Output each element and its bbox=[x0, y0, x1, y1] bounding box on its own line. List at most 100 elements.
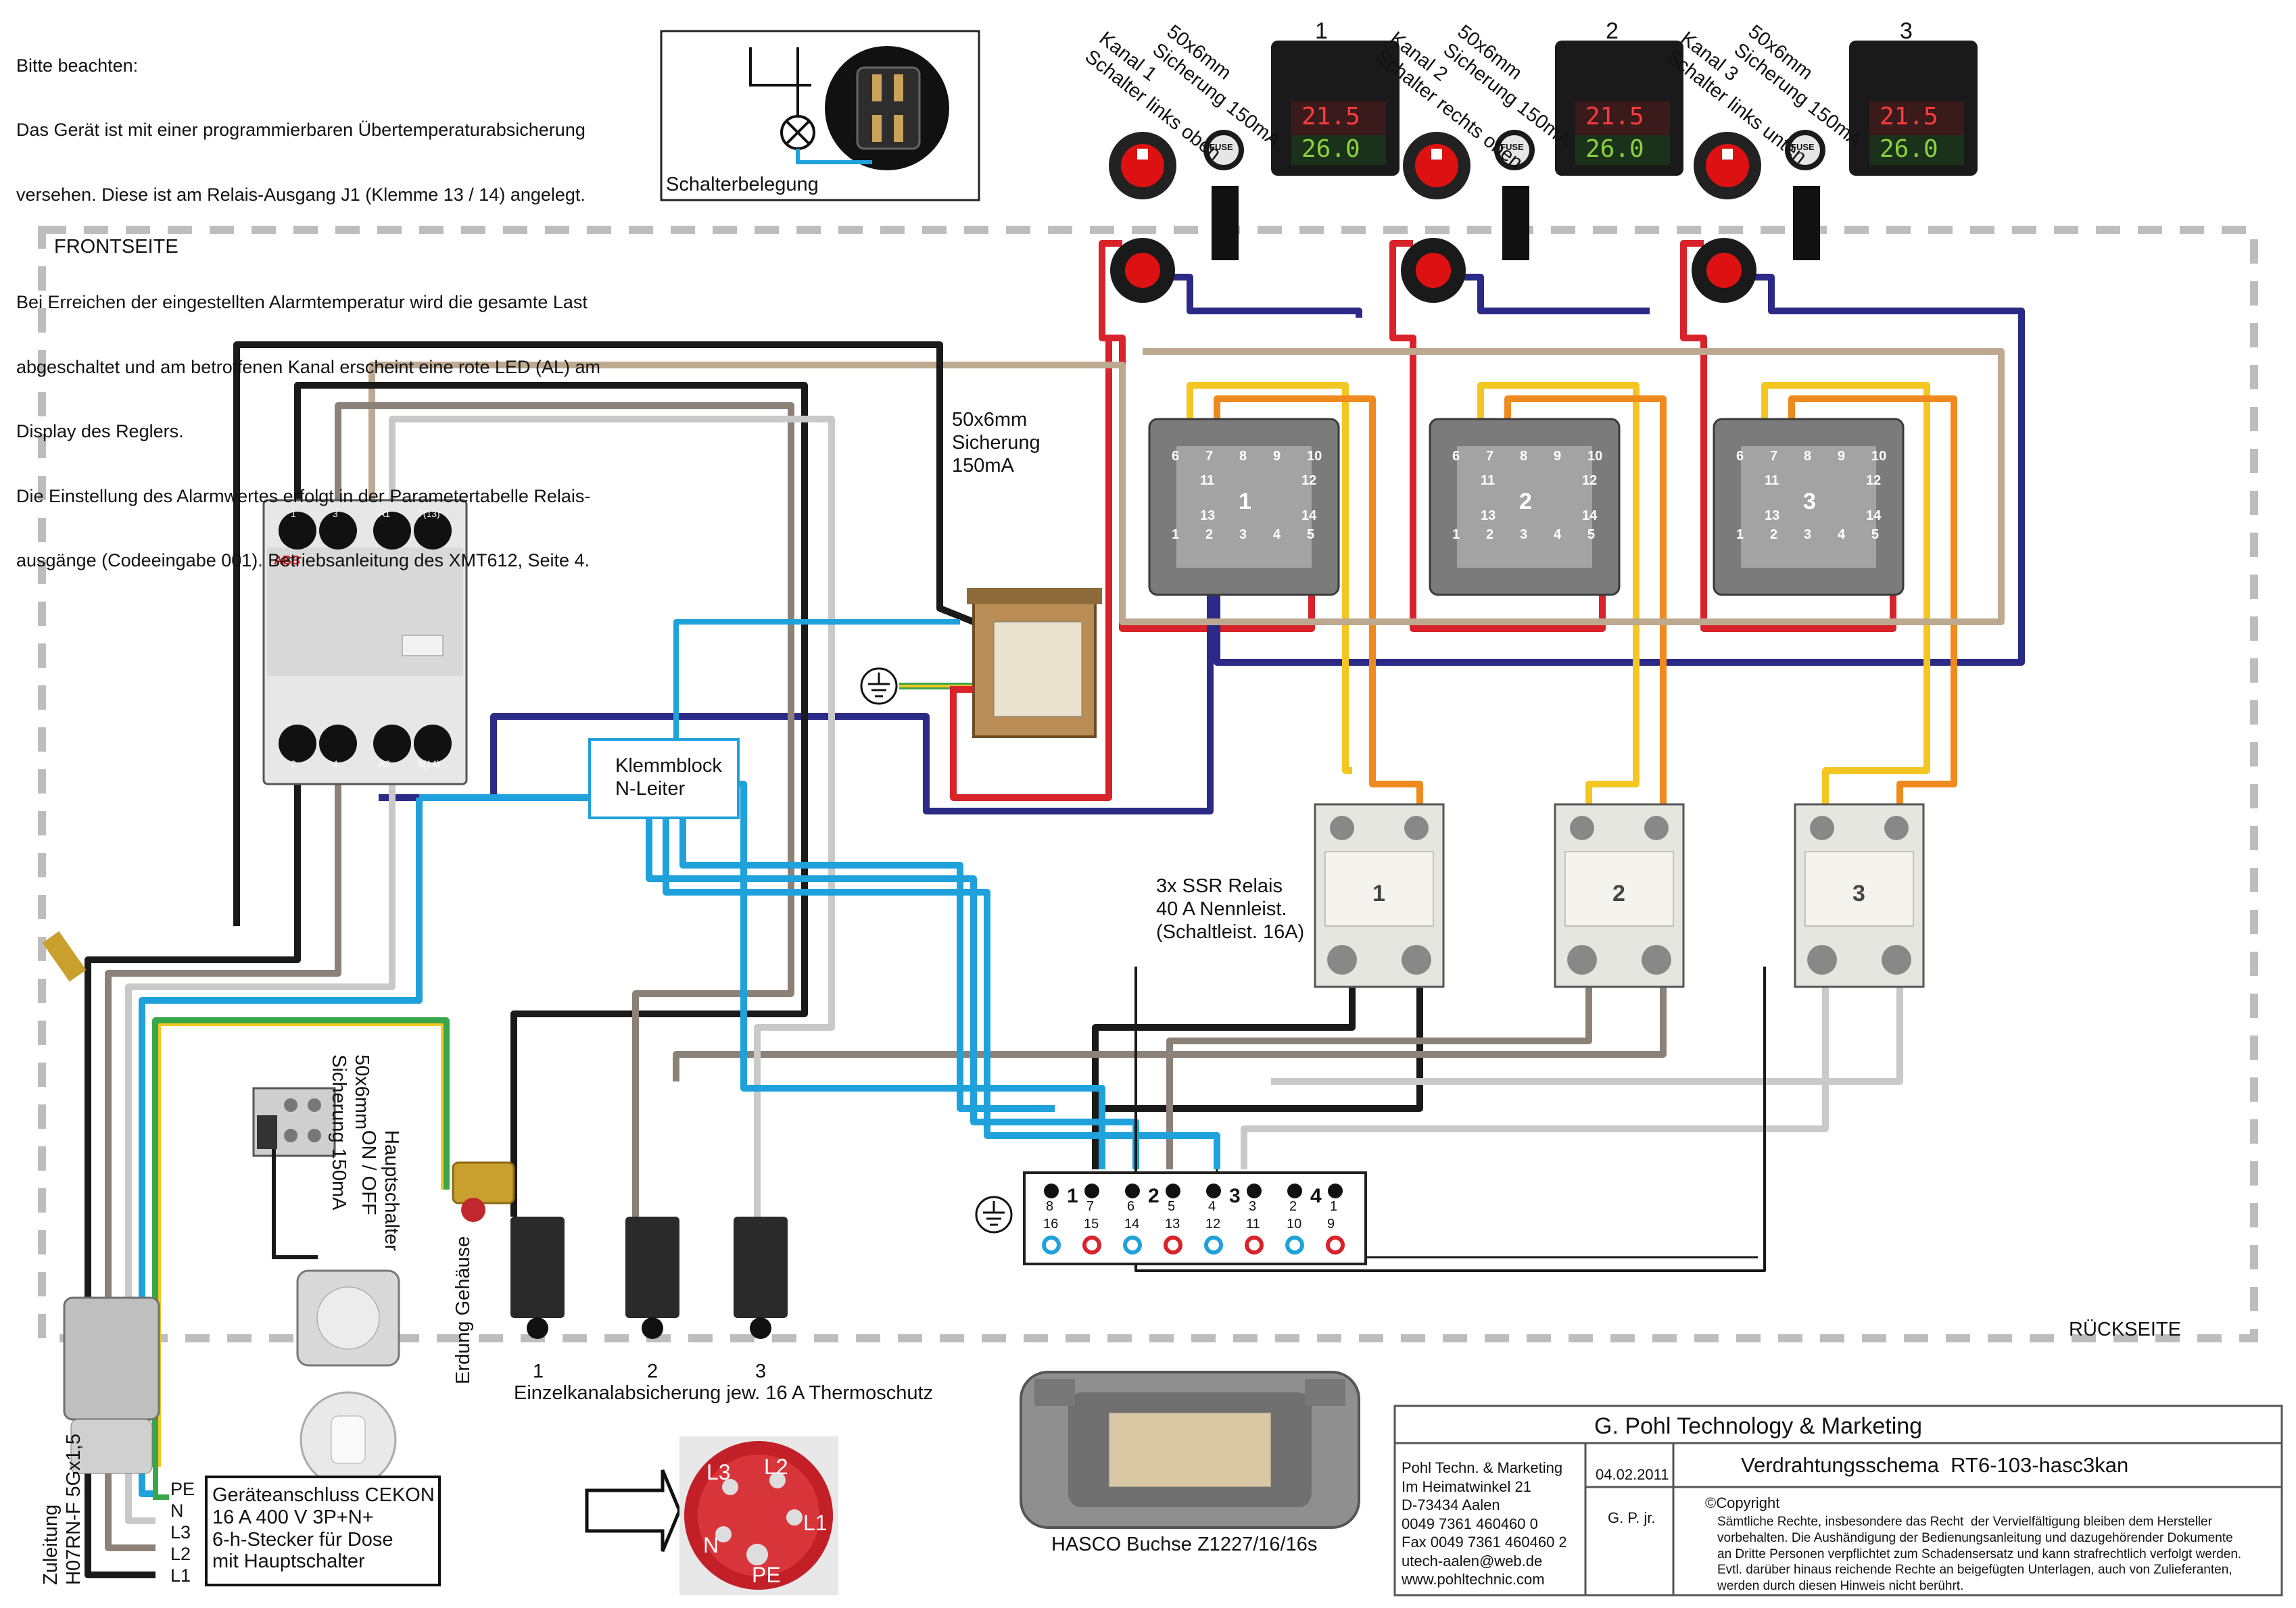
socket-terminal-label: 8 bbox=[1804, 449, 1812, 464]
strip-pin-number: 13 bbox=[1165, 1217, 1180, 1232]
socket-terminal-label: 13 bbox=[1765, 508, 1780, 523]
socket-terminal-label: 13 bbox=[1200, 508, 1216, 523]
socket-terminal-label: 6 bbox=[1452, 449, 1460, 464]
strip-pin-bottom bbox=[1042, 1236, 1061, 1254]
plug-pin-label: L2 bbox=[764, 1455, 788, 1479]
klemmblock-label: Klemmblock N-Leiter bbox=[615, 755, 722, 800]
strip-pin-number: 2 bbox=[1289, 1199, 1297, 1214]
rear-label: RÜCKSEITE bbox=[2069, 1319, 2181, 1340]
strip-pin-number: 1 bbox=[1330, 1199, 1338, 1214]
ground-lug-icon bbox=[452, 1161, 515, 1222]
front-label: FRONTSEITE bbox=[54, 236, 178, 258]
notice-line: ausgänge (Codeeingabe 001). Betriebsanle… bbox=[16, 550, 590, 571]
strip-pin-number: 10 bbox=[1287, 1217, 1302, 1232]
svg-text:ABB: ABB bbox=[274, 554, 300, 567]
channel-1-number: 1 bbox=[1315, 18, 1328, 44]
socket-terminal-label: 11 bbox=[1200, 473, 1215, 488]
supply-wire-label: L1 bbox=[170, 1565, 191, 1586]
socket-terminal-label: 9 bbox=[1838, 449, 1846, 464]
socket-terminal-label: 5 bbox=[1871, 527, 1880, 542]
socket-terminal-label: 8 bbox=[1520, 449, 1528, 464]
strip-pin-number: 7 bbox=[1086, 1199, 1095, 1214]
ssr-label: 3x SSR Relais 40 A Nennleist. (Schaltlei… bbox=[1156, 875, 1305, 944]
transformer bbox=[967, 588, 1102, 738]
ssr-relay-1 bbox=[1314, 803, 1445, 988]
plug-pin-label: PE bbox=[752, 1563, 781, 1587]
strip-pin-number: 3 bbox=[1249, 1199, 1257, 1214]
ssr-3-number: 3 bbox=[1852, 881, 1865, 906]
socket-terminal-label: 5 bbox=[1307, 527, 1315, 542]
strip-pin-number: 14 bbox=[1124, 1217, 1140, 1232]
socket-terminal-label: 3 bbox=[1520, 527, 1528, 542]
fuse-to-switch-wire bbox=[272, 1149, 318, 1259]
socket-terminal-label: 4 bbox=[1273, 527, 1281, 542]
socket-terminal-label: 12 bbox=[1301, 473, 1317, 488]
supply-wire-label: N bbox=[170, 1501, 184, 1521]
main-switch-label: Hauptschalter ON / OFF bbox=[357, 1130, 402, 1251]
socket-terminal-label: 2 bbox=[1486, 527, 1494, 542]
strip-channel-mark: 1 bbox=[1067, 1185, 1078, 1207]
socket-terminal-label: 6 bbox=[1736, 449, 1744, 464]
socket-terminal-label: 8 bbox=[1239, 449, 1247, 464]
supply-wire-label: PE bbox=[170, 1479, 195, 1499]
contactor-terminal-label: A2 bbox=[379, 758, 391, 769]
switch-assignment-label: Schalterbelegung bbox=[666, 174, 819, 195]
contactor-terminal-label: 7(13) bbox=[418, 508, 440, 519]
cekon-plug-photo bbox=[679, 1436, 838, 1595]
socket-terminal-label: 12 bbox=[1866, 473, 1882, 488]
display-1-bottom: 26.0 bbox=[1301, 135, 1360, 163]
contactor-terminal-label: 8(14) bbox=[418, 758, 440, 769]
thermal-breaker-3 bbox=[734, 1217, 788, 1339]
wiring-runs bbox=[85, 240, 2025, 1578]
socket-terminal-label: 14 bbox=[1301, 508, 1317, 523]
socket-terminal-label: 3 bbox=[1239, 527, 1247, 542]
company-name: G. Pohl Technology & Marketing bbox=[1594, 1413, 1923, 1439]
drawing-author: G. P. jr. bbox=[1608, 1509, 1656, 1526]
ssr-relay-3 bbox=[1794, 803, 1925, 988]
socket-terminal-label: 7 bbox=[1205, 449, 1214, 464]
thermal-2-number: 2 bbox=[647, 1361, 659, 1382]
strip-channel-mark: 4 bbox=[1310, 1185, 1322, 1207]
drawing-title: Verdrahtungsschema RT6-103-hasc3kan bbox=[1741, 1453, 2129, 1477]
housing-outline bbox=[38, 226, 2258, 1342]
klemmblock-box bbox=[588, 738, 740, 819]
notice-text: Bitte beachten: Das Gerät ist mit einer … bbox=[16, 12, 600, 593]
relay-socket-1 bbox=[1148, 418, 1340, 596]
strip-pin-number: 16 bbox=[1043, 1217, 1059, 1232]
socket-terminal-label: 13 bbox=[1481, 508, 1496, 523]
supply-label: Zuleitung H07RN-F 5Gx1,5 bbox=[40, 1433, 85, 1585]
notice-heading: Bitte beachten: bbox=[16, 55, 139, 76]
socket-terminal-label: 6 bbox=[1172, 449, 1180, 464]
contactor-terminal-label: 4 bbox=[333, 758, 338, 769]
relay-socket-3 bbox=[1713, 418, 1905, 596]
strip-pin-number: 15 bbox=[1084, 1217, 1099, 1232]
socket-terminal-label: 9 bbox=[1554, 449, 1562, 464]
strip-pin-number: 12 bbox=[1205, 1217, 1221, 1232]
display-2-bottom: 26.0 bbox=[1585, 135, 1644, 163]
notice-line: Die Einstellung des Alarmwertes erfolgt … bbox=[16, 485, 591, 506]
connector-strip-dots bbox=[1042, 1184, 1345, 1254]
strip-channel-mark: 2 bbox=[1148, 1185, 1159, 1207]
strip-pin-number: 8 bbox=[1046, 1199, 1054, 1214]
strip-pin-top bbox=[1328, 1184, 1343, 1198]
relay-socket-2-number: 2 bbox=[1519, 489, 1532, 514]
ssr-2-number: 2 bbox=[1612, 881, 1625, 906]
relay-socket-3-number: 3 bbox=[1803, 489, 1816, 514]
ssr-relay-2 bbox=[1554, 803, 1685, 988]
strip-pin-bottom bbox=[1285, 1236, 1304, 1254]
notice-line: Das Gerät ist mit einer programmierbaren… bbox=[16, 120, 585, 141]
earth-symbol-icon-2 bbox=[975, 1196, 1013, 1234]
socket-terminal-label: 12 bbox=[1582, 473, 1598, 488]
fuse-cap-1-label: FUSE bbox=[1210, 142, 1233, 152]
cekon-label: Geräteanschluss CEKON 16 A 400 V 3P+N+ 6… bbox=[212, 1484, 435, 1573]
strip-channel-mark: 3 bbox=[1229, 1185, 1241, 1207]
socket-terminal-label: 10 bbox=[1871, 449, 1887, 464]
thermal-1-number: 1 bbox=[533, 1361, 544, 1382]
display-1-top: 21.5 bbox=[1301, 103, 1360, 130]
strip-pin-bottom bbox=[1245, 1236, 1264, 1254]
strip-pin-number: 6 bbox=[1127, 1199, 1135, 1214]
socket-terminal-label: 7 bbox=[1770, 449, 1778, 464]
fuse-cap-3-label: FUSE bbox=[1791, 142, 1815, 152]
notice-line: versehen. Diese ist am Relais-Ausgang J1… bbox=[16, 184, 585, 205]
